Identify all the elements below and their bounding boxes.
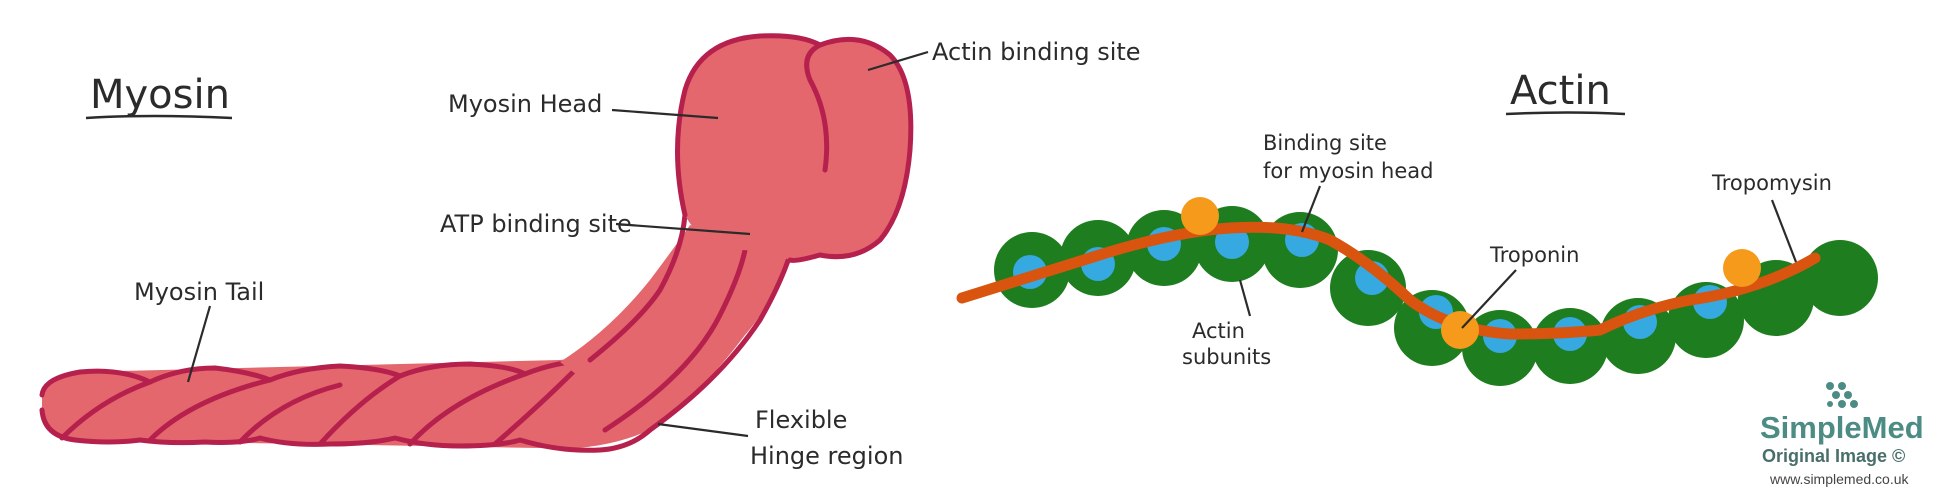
myosin-section: Myosin Myosin Head Act [39, 33, 1141, 470]
myosin-tail-leader [186, 305, 212, 383]
myosin-head-label: Myosin Head [448, 90, 602, 118]
brand-subtitle: Original Image © [1762, 446, 1905, 466]
myosin-head-outline [675, 33, 914, 263]
actin-section: Actin [956, 68, 1878, 386]
binding-site-leader [1300, 185, 1322, 233]
myosin-tail-top-outline [39, 357, 593, 398]
actin-subunits-label-line2: subunits [1182, 345, 1271, 369]
simplemed-watermark: SimpleMed Original Image © www.simplemed… [1760, 382, 1924, 487]
atp-binding-site-leader [615, 222, 751, 236]
simplemed-logo-icon [1826, 382, 1858, 408]
myosin-tail-twist [407, 371, 528, 447]
myosin-head-body [677, 35, 911, 261]
myosin-tail-twist [59, 379, 153, 441]
myosin-tail-bottom-outline [39, 407, 653, 453]
myosin-tail-body [42, 358, 650, 449]
myosin-title-underline [85, 114, 233, 120]
myosin-neck-outline [647, 252, 793, 433]
actin-title-underline [1505, 111, 1626, 116]
myosin-neck-inner-line [602, 247, 748, 433]
troponin-leader [1461, 269, 1517, 329]
myosin-head-lobe-divider [804, 42, 830, 173]
myosin-neck-outline [587, 212, 688, 363]
actin-filament [956, 197, 1878, 386]
myosin-title: Myosin [90, 72, 230, 118]
myosin-molecule [39, 33, 914, 453]
troponin-complex [1723, 249, 1761, 287]
tropomyosin-strand [956, 221, 1821, 340]
myosin-tail-twist [492, 367, 578, 447]
actin-binding-site-label: Actin binding site [932, 38, 1141, 66]
actin-title: Actin [1510, 68, 1611, 114]
hinge-region-leader [657, 422, 749, 438]
myosin-head-leader [611, 108, 719, 120]
brand-url: www.simplemed.co.uk [1769, 471, 1909, 487]
binding-site-label-line2: for myosin head [1263, 159, 1433, 183]
actin-binding-site-leader [867, 50, 929, 72]
myosin-tail-twist [147, 377, 273, 443]
myosin-neck-body [560, 225, 790, 430]
myosin-tail-twist [317, 373, 403, 447]
hinge-region-label-line2: Hinge region [750, 442, 903, 470]
tropomyosin-label: Tropomysin [1711, 171, 1832, 195]
binding-site-label-line1: Binding site [1263, 131, 1387, 155]
hinge-region-label-line1: Flexible [755, 406, 847, 434]
actin-subunits-leader [1238, 279, 1252, 317]
atp-binding-site-label: ATP binding site [440, 210, 632, 238]
myosin-tail-twist [237, 382, 343, 445]
myosin-tail-label: Myosin Tail [134, 278, 264, 306]
troponin-complex [1181, 197, 1219, 235]
tropomyosin-leader [1770, 199, 1798, 263]
troponin-label: Troponin [1489, 243, 1579, 267]
brand-name: SimpleMed [1760, 410, 1924, 445]
actin-subunits-label-line1: Actin [1192, 319, 1245, 343]
actin-subunit [1802, 240, 1878, 316]
